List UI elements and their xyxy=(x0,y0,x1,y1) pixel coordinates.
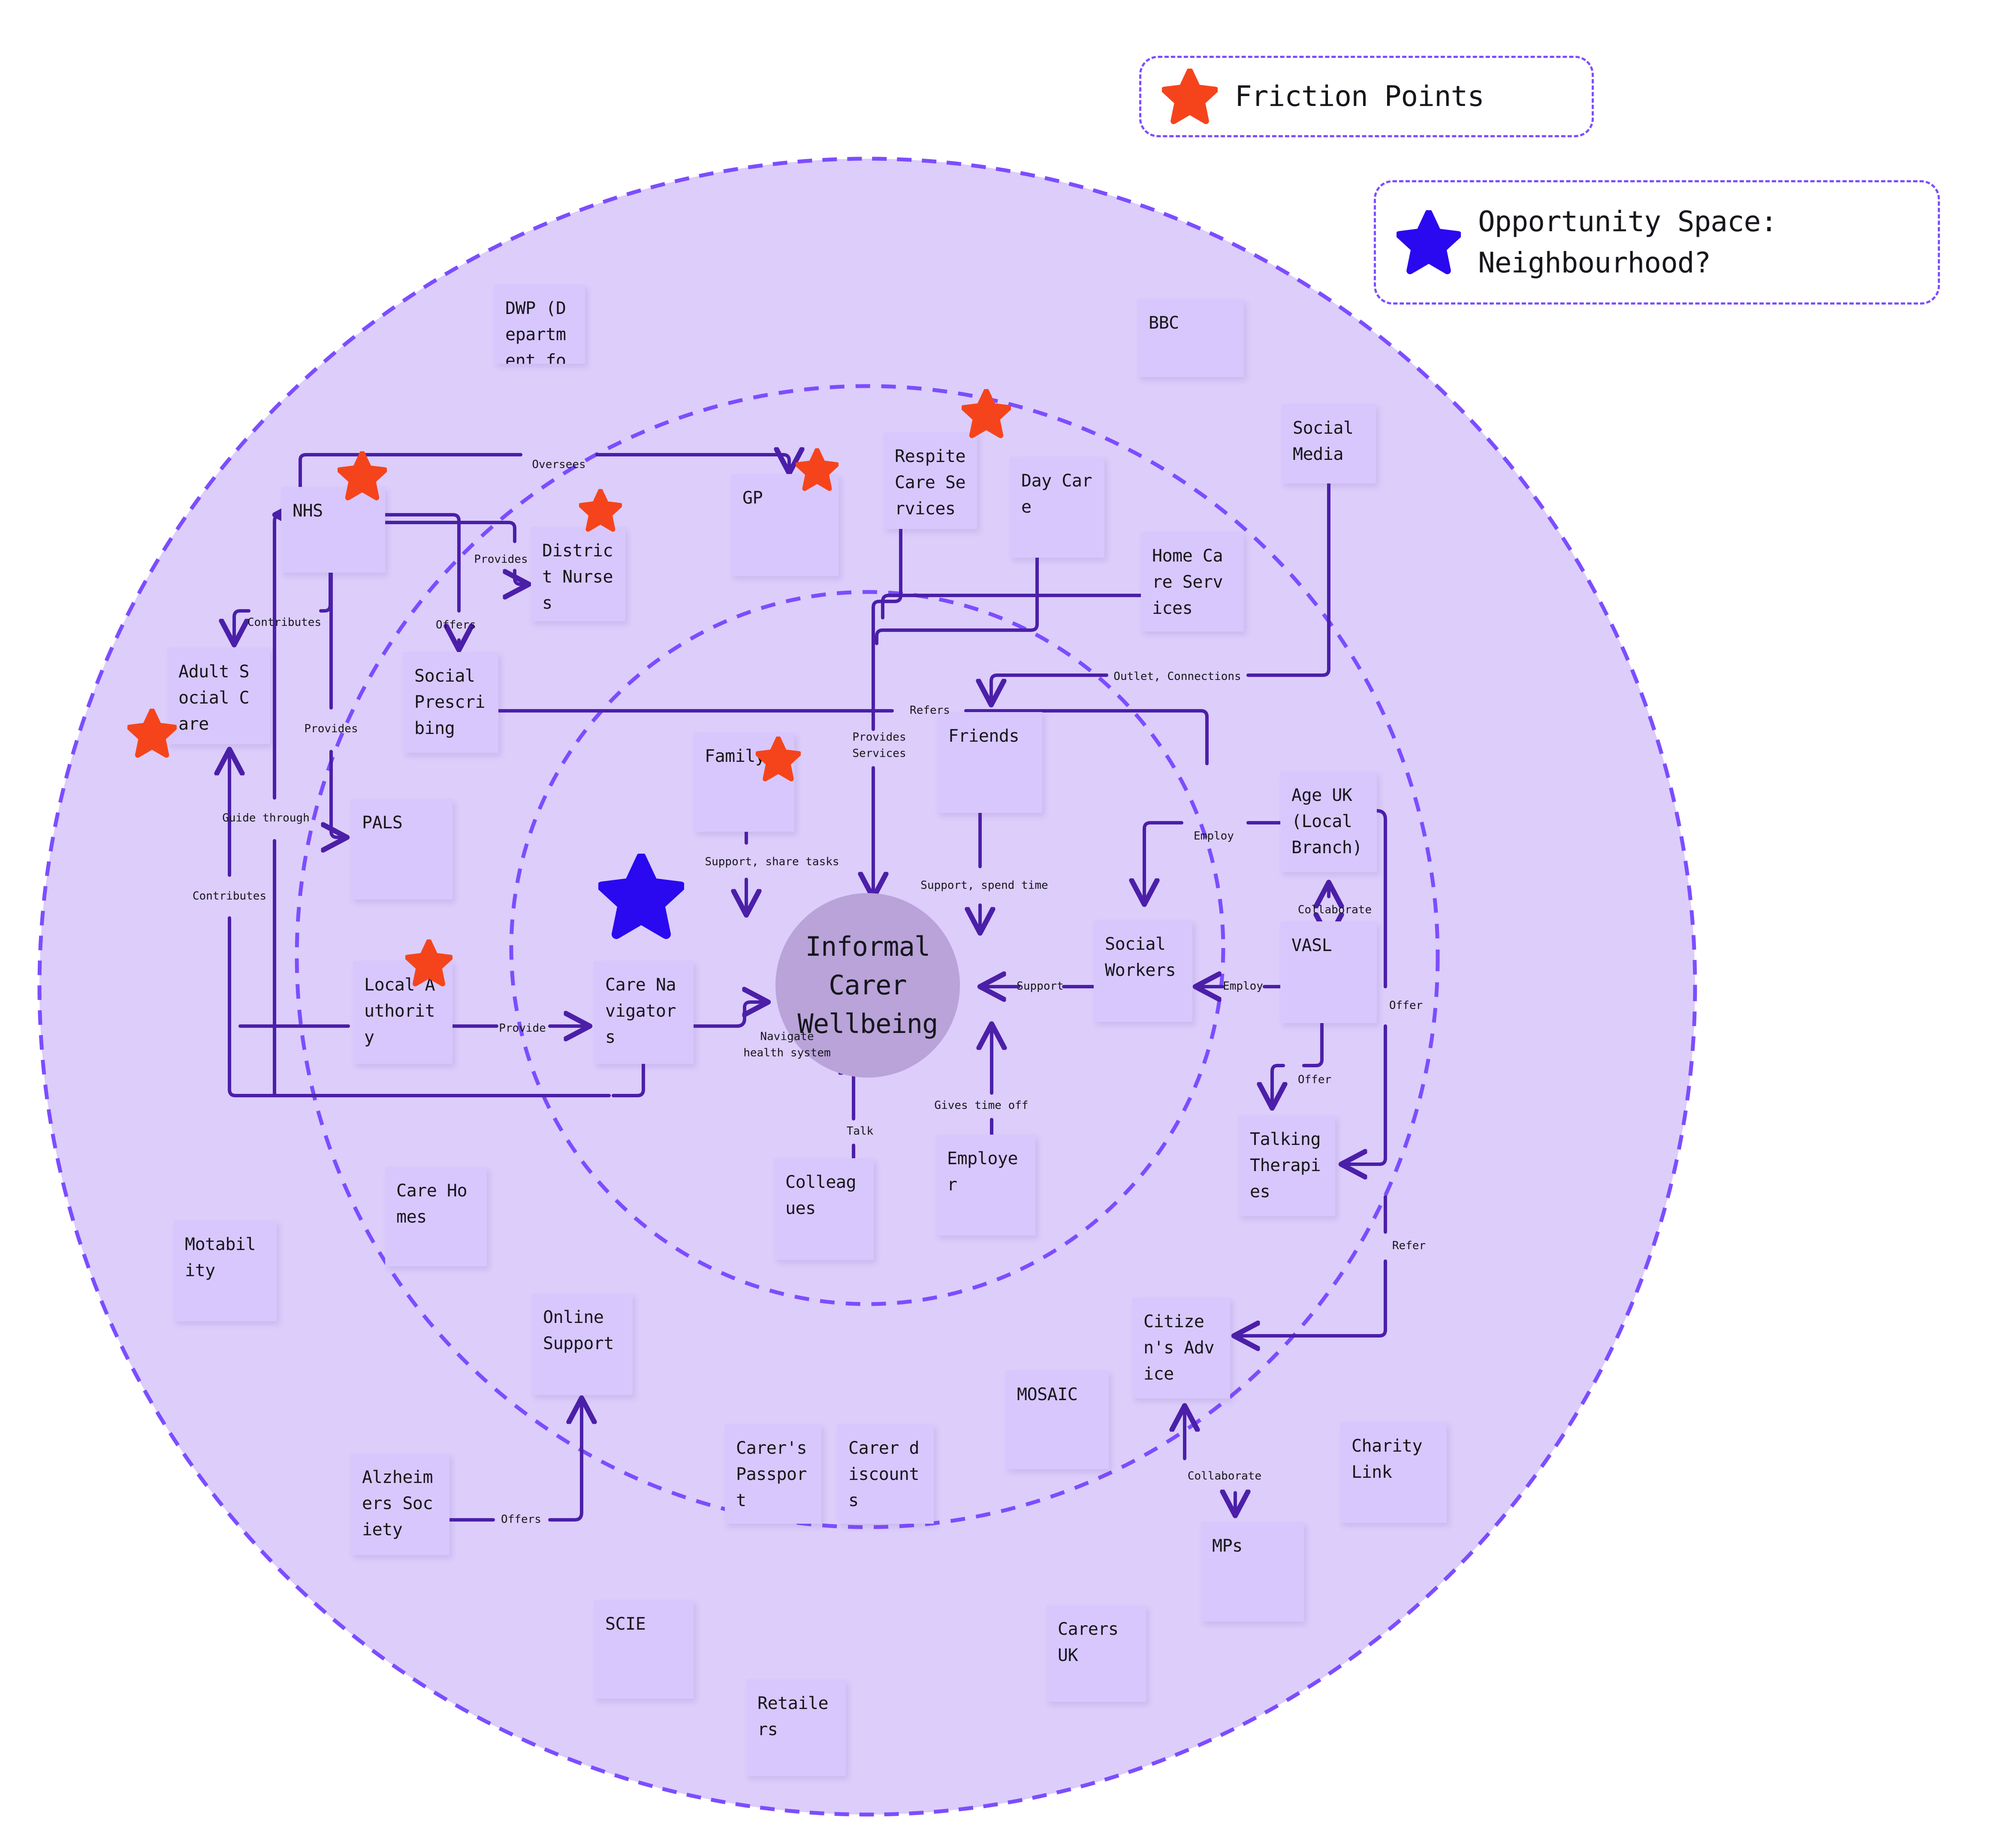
edge-alzheimers-society-offers-online-support xyxy=(448,1399,582,1522)
edge-label-provides-services: Provides Services xyxy=(852,731,906,760)
node-mosaic[interactable]: MOSAIC xyxy=(1006,1371,1109,1469)
edge-label-provide-care-navigators: Provide xyxy=(499,1022,546,1035)
node-age-uk-local-branch[interactable]: Age UK (Local Branch) xyxy=(1280,771,1377,872)
edge-label-talk: Talk xyxy=(846,1125,874,1138)
friction-star-icon xyxy=(962,389,1011,438)
edge-label-refers: Refers xyxy=(910,704,950,717)
edge-label-oversees: Oversees xyxy=(532,458,586,471)
node-care-navigators[interactable]: Care Navigators xyxy=(594,961,694,1064)
edge-label-offers-social-prescribing: Offers xyxy=(436,619,476,632)
edge-label-contributes-adult-social-care: Contributes xyxy=(247,616,322,629)
edge-age-uk-offer-talking-therapies xyxy=(1342,809,1387,1164)
node-colleagues[interactable]: Colleagues xyxy=(774,1158,874,1260)
edge-label-outlet-connections: Outlet, Connections xyxy=(1113,670,1241,683)
node-respite-care-services[interactable]: Respite Care Services xyxy=(884,432,977,529)
friction-star-icon xyxy=(796,448,839,491)
edge-label-employ-social-workers: Employ xyxy=(1194,830,1234,843)
edge-nhs-provides-district-nurses xyxy=(383,521,528,584)
edge-local-authority-contributes-base xyxy=(228,1062,611,1097)
edge-label-refer: Refer xyxy=(1392,1239,1426,1253)
edge-label-navigate-health-system: Navigate health system xyxy=(743,1030,831,1059)
friction-star-icon xyxy=(1162,69,1218,124)
hub-label: Informal Carer Wellbeing xyxy=(797,931,938,1039)
node-motability[interactable]: Motability xyxy=(174,1220,277,1321)
legend-friction-label: Friction Points xyxy=(1235,80,1484,113)
node-carers-passport[interactable]: Carer's Passport xyxy=(725,1424,821,1524)
node-gp[interactable]: GP xyxy=(731,474,839,576)
edge-label-provides-pals: Provides xyxy=(304,722,358,736)
edge-vasl-offer-talking-therapies xyxy=(1272,1021,1324,1107)
opportunity-star-icon xyxy=(598,854,684,939)
edge-age-uk-employ-social-workers xyxy=(1144,821,1282,903)
node-charity-link[interactable]: Charity Link xyxy=(1340,1422,1447,1523)
node-care-homes[interactable]: Care Homes xyxy=(385,1167,487,1266)
node-bbc[interactable]: BBC xyxy=(1137,299,1244,377)
edge-social-media-outlet-connections-friends xyxy=(991,482,1330,704)
edge-label-support-hub: Support xyxy=(1017,980,1064,993)
node-carers-uk[interactable]: Carers UK xyxy=(1047,1605,1146,1702)
friction-star-icon xyxy=(127,709,177,758)
edge-label-employ-vasl: Employ xyxy=(1223,980,1263,993)
edge-label-gives-time-off: Gives time off xyxy=(934,1099,1029,1112)
edge-care-navigators-bottom-loop xyxy=(612,1062,645,1097)
node-home-care-services[interactable]: Home Care Services xyxy=(1141,532,1244,631)
node-social-prescribing[interactable]: Social Prescribing xyxy=(403,652,498,753)
edge-label-support-spend-time: Support, spend time xyxy=(920,879,1048,892)
node-employer[interactable]: Employer xyxy=(936,1135,1035,1235)
inner-ring-circle xyxy=(509,590,1225,1306)
connector-edges xyxy=(228,455,1387,1522)
node-citizens-advice[interactable]: Citizen's Advice xyxy=(1132,1298,1230,1398)
node-retailers[interactable]: Retailers xyxy=(746,1679,846,1776)
edge-adult-social-care-guide-through-nhs xyxy=(275,515,281,1097)
friction-star-icon xyxy=(756,737,801,782)
node-day-care[interactable]: Day Care xyxy=(1010,457,1104,558)
node-scie[interactable]: SCIE xyxy=(594,1600,694,1699)
node-friends[interactable]: Friends xyxy=(937,712,1042,813)
node-carer-discounts[interactable]: Carer discounts xyxy=(837,1424,934,1524)
edge-label-collaborate-age-uk: Collaborate xyxy=(1297,903,1372,917)
legend-friction-points[interactable]: Friction Points xyxy=(1139,56,1594,137)
node-online-support[interactable]: Online Support xyxy=(532,1293,633,1395)
middle-ring-circle xyxy=(295,384,1440,1529)
edge-care-navigators-navigate-hub xyxy=(692,1002,767,1028)
node-social-workers[interactable]: Social Workers xyxy=(1094,920,1192,1022)
node-talking-therapies[interactable]: Talking Therapies xyxy=(1239,1115,1335,1216)
friction-star-icon xyxy=(338,451,387,501)
node-nhs[interactable]: NHS xyxy=(281,487,385,573)
edge-label-offer-right: Offer xyxy=(1389,999,1423,1012)
node-district-nurses[interactable]: District Nurses xyxy=(531,527,625,621)
edge-home-care-bus xyxy=(881,594,1143,619)
hub-informal-carer-wellbeing[interactable]: Informal Carer Wellbeing xyxy=(775,893,960,1078)
node-mps[interactable]: MPs xyxy=(1201,1522,1304,1622)
edge-vasl-refer-citizens-advice xyxy=(1235,1195,1387,1336)
edge-label-support-share-tasks: Support, share tasks xyxy=(705,855,839,869)
edge-day-care-bus xyxy=(875,556,1039,645)
edge-nhs-offers-social-prescribing xyxy=(383,513,459,649)
edge-social-prescribing-refers xyxy=(497,709,1209,765)
node-vasl[interactable]: VASL xyxy=(1280,921,1377,1023)
edge-nhs-oversees-gp xyxy=(299,455,789,487)
friction-star-icon xyxy=(405,939,452,987)
node-alzheimers-society[interactable]: Alzheimers Society xyxy=(351,1453,449,1555)
edge-label-provides-district-nurses: Provides xyxy=(474,553,528,566)
edge-nhs-provides-pals xyxy=(331,571,346,837)
edge-respite-care-provides-services-hub xyxy=(873,527,902,897)
friction-star-icon xyxy=(579,489,622,532)
edge-label-contributes-local-authority: Contributes xyxy=(192,890,267,903)
legend-opportunity-space[interactable]: Opportunity Space: Neighbourhood? xyxy=(1374,180,1940,305)
edge-label-collaborate-mps: Collaborate xyxy=(1187,1470,1262,1483)
edge-label-offers-online-support: Offers xyxy=(501,1513,541,1526)
node-social-media[interactable]: Social Media xyxy=(1282,404,1376,483)
edge-label-offer-talking-therapies: Offer xyxy=(1297,1073,1332,1087)
node-dwp[interactable]: DWP (Department for Work and Pensions) xyxy=(494,284,585,364)
edge-label-guide-through: Guide through xyxy=(222,812,310,825)
legend-opportunity-label: Opportunity Space: Neighbourhood? xyxy=(1478,205,1777,279)
node-pals[interactable]: PALS xyxy=(351,799,452,900)
opportunity-star-icon xyxy=(1397,210,1461,275)
node-adult-social-care[interactable]: Adult Social Care xyxy=(167,648,270,744)
